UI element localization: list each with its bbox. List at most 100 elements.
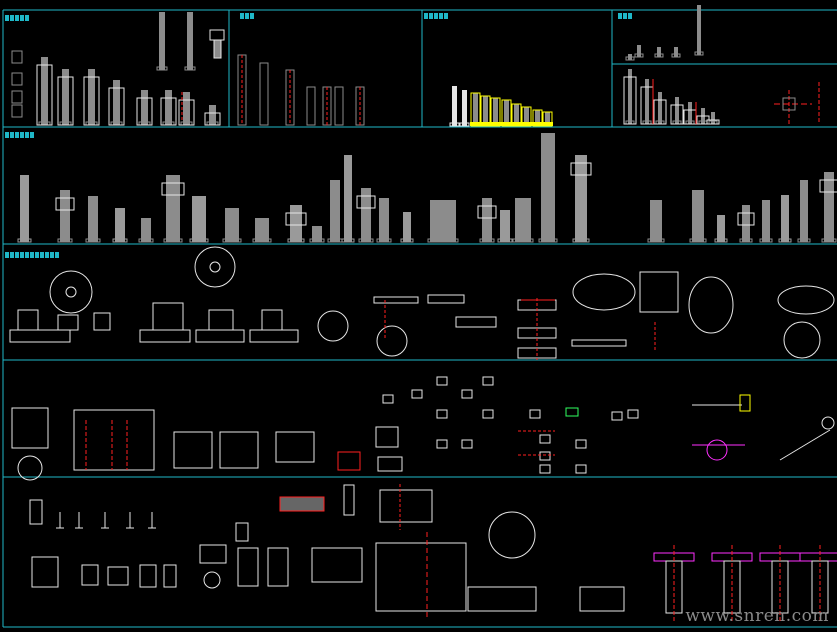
base-plate — [455, 316, 497, 328]
magenta-latch — [706, 439, 728, 461]
small-fitting — [461, 439, 473, 449]
bolt-head — [358, 238, 374, 243]
hinge-part — [375, 426, 399, 448]
fitting-profile — [379, 489, 433, 523]
bolt-shank — [697, 5, 701, 55]
fitting-profile — [107, 566, 129, 586]
bolt-washer — [285, 212, 307, 226]
section-label-glyph — [5, 15, 9, 21]
section-label-glyph — [623, 13, 627, 19]
bolt-shank — [688, 102, 692, 124]
washer-part — [11, 72, 23, 86]
bolt-head — [821, 238, 837, 243]
bolt-shank — [800, 180, 808, 242]
nut-highlight — [480, 122, 491, 126]
bolt-head — [163, 238, 183, 243]
bolt-head-top — [209, 29, 225, 41]
arm-eye — [821, 416, 835, 430]
fitting-profile — [31, 556, 59, 588]
bolt-head — [449, 122, 460, 127]
anchor-sleeve — [306, 86, 316, 126]
bolt-shank — [637, 45, 641, 57]
small-fitting — [611, 411, 623, 421]
toggle-latch — [688, 276, 734, 334]
section-label-glyph — [424, 13, 428, 19]
fitting-profile — [311, 547, 363, 583]
bolt-washer — [55, 197, 75, 211]
fitting-profile — [139, 564, 157, 588]
bolt-head — [287, 238, 305, 243]
bolt-shank — [344, 155, 352, 242]
nut-highlight — [542, 122, 553, 126]
bolt-head — [222, 238, 242, 243]
bolt-shank — [20, 175, 29, 242]
section-label-glyph — [628, 13, 632, 19]
section-bar — [343, 484, 355, 516]
small-fitting — [436, 439, 448, 449]
nut-highlight — [501, 122, 512, 126]
bolt-washer — [161, 182, 185, 196]
bolt-head — [57, 238, 73, 243]
section-label-glyph — [429, 13, 433, 19]
section-label-glyph — [20, 132, 24, 138]
washer-part — [11, 104, 23, 118]
hinge-part — [11, 407, 49, 449]
small-fitting — [436, 376, 448, 386]
nut-highlight — [521, 122, 532, 126]
section-label-glyph — [30, 252, 34, 258]
bolt-shank — [141, 218, 151, 242]
bolt-shank — [330, 180, 340, 242]
threaded-socket — [17, 309, 39, 331]
bolt-shank — [473, 93, 478, 126]
section-label-glyph — [35, 252, 39, 258]
fitting-profile — [237, 547, 259, 587]
bolt-shank — [41, 57, 48, 125]
bolt-shank — [88, 196, 98, 242]
bolt-shank — [762, 200, 770, 242]
hinge-strip — [571, 339, 627, 347]
nut-highlight — [490, 122, 501, 126]
bolt-head — [654, 53, 664, 58]
bolt-outline — [653, 99, 667, 125]
section-label-glyph — [10, 132, 14, 138]
bolt-outline — [136, 97, 153, 126]
bolt-shank — [115, 208, 125, 242]
fitting-profile — [467, 586, 537, 612]
bolt-shank — [493, 98, 498, 126]
bolt-head — [459, 122, 470, 127]
bolt-head — [694, 51, 704, 56]
bolt-outline — [160, 97, 177, 126]
nut-highlight — [470, 122, 481, 126]
bolt-head — [112, 238, 128, 243]
fitting-profile — [235, 522, 249, 542]
bolt-head — [138, 238, 154, 243]
bolt-shank — [379, 198, 389, 242]
bolt-shank — [483, 96, 488, 126]
nut-highlight — [532, 122, 543, 126]
base-plate — [249, 329, 299, 343]
round-plate — [376, 325, 408, 357]
bolt-shank — [515, 198, 531, 242]
flange-plate — [49, 270, 93, 314]
bolt-head — [689, 238, 707, 243]
section-label-glyph — [245, 13, 249, 19]
bolt-shank — [645, 79, 649, 124]
bolt-shank — [452, 86, 457, 126]
bolt-washer — [477, 205, 497, 219]
bolt-shank — [541, 133, 555, 242]
small-fitting — [627, 409, 639, 419]
bolt-shank — [290, 205, 302, 242]
watermark: www.snren.com — [685, 606, 829, 626]
bolt-outline — [670, 104, 684, 125]
anchor-sleeve — [334, 86, 344, 126]
bolt-shank — [657, 47, 661, 57]
section-label-glyph — [434, 13, 438, 19]
base-plate — [373, 296, 419, 304]
hinge-part — [377, 456, 403, 472]
fitting-profile — [163, 564, 177, 588]
section-label-glyph — [5, 132, 9, 138]
flange-hole — [209, 261, 221, 273]
oval-hinge-plate — [572, 273, 636, 311]
small-fitting — [482, 409, 494, 419]
